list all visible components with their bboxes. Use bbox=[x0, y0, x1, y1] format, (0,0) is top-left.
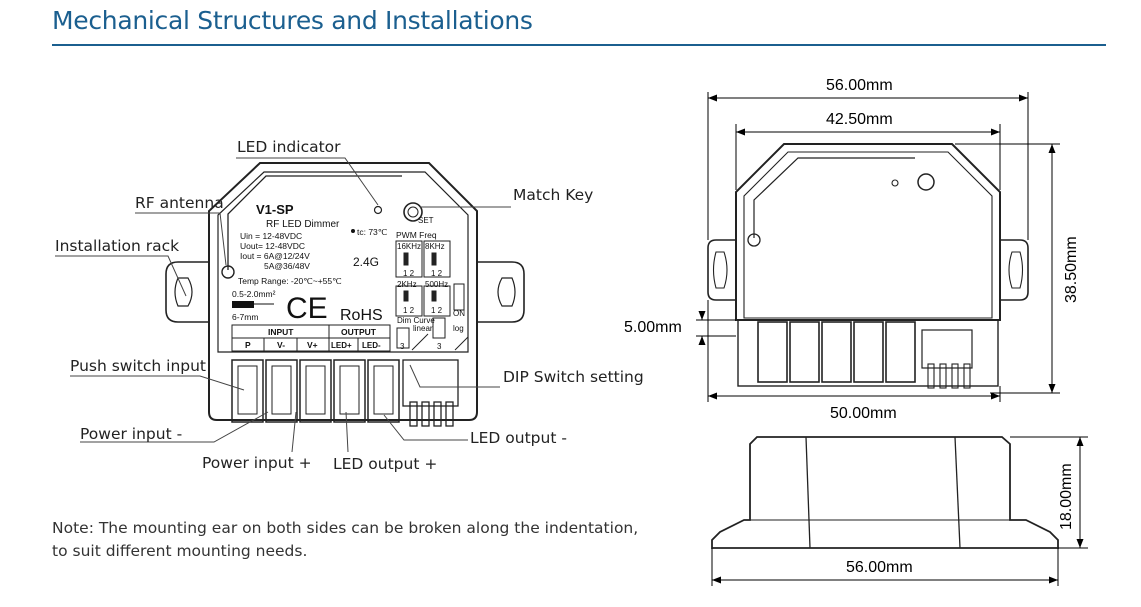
dim-3-b: 3 bbox=[437, 342, 442, 351]
dim-log-label: log bbox=[453, 324, 464, 333]
dip-label-b: 1 2 bbox=[431, 269, 443, 278]
page-title: Mechanical Structures and Installations bbox=[52, 6, 533, 35]
top-view-body bbox=[735, 143, 1001, 321]
dip-label-a: 1 2 bbox=[403, 269, 415, 278]
callout-installation-rack: Installation rack bbox=[55, 237, 179, 255]
pwm-freq-label: PWM Freq bbox=[396, 230, 437, 240]
callout-led-plus: LED output + bbox=[333, 455, 437, 473]
callout-labels: LED indicator RF antenna Installation ra… bbox=[55, 138, 644, 473]
device-top-view bbox=[707, 143, 1029, 389]
freq-500: 500Hz bbox=[425, 280, 448, 289]
ce-mark: CE bbox=[286, 292, 328, 325]
device-front-view bbox=[165, 162, 525, 427]
rf-antenna-line bbox=[227, 175, 402, 270]
led-output-pins bbox=[402, 359, 459, 427]
device-set-label: SET bbox=[418, 216, 434, 225]
callout-led-minus: LED output - bbox=[470, 429, 567, 447]
title-rule bbox=[52, 44, 1106, 46]
top-view-dimensions bbox=[696, 92, 1060, 402]
dim-curve-label: Dim Curve bbox=[397, 316, 435, 325]
device-temp-range: Temp Range: -20℃~+55℃ bbox=[238, 276, 342, 286]
dip-label-d: 1 2 bbox=[431, 306, 443, 315]
callout-match-key: Match Key bbox=[513, 186, 593, 204]
callout-push-switch: Push switch input bbox=[70, 357, 206, 375]
device-labels: V1-SP RF LED Dimmer Uin = 12-48VDC Uout=… bbox=[232, 202, 465, 351]
top-view-right-ear bbox=[1000, 239, 1029, 301]
input-header: INPUT bbox=[268, 327, 294, 337]
terminal-ledminus: LED- bbox=[362, 341, 381, 350]
callout-led-indicator: LED indicator bbox=[237, 138, 341, 156]
dim-top-outer-width: 56.00mm bbox=[826, 77, 893, 94]
device-iout1: Iout = 6A@12/24V bbox=[240, 251, 310, 261]
device-strip: 6-7mm bbox=[232, 312, 258, 322]
device-model: V1-SP bbox=[256, 202, 294, 217]
device-body bbox=[208, 162, 478, 421]
device-uin: Uin = 12-48VDC bbox=[240, 231, 302, 241]
note-line-1: Note: The mounting ear on both sides can… bbox=[52, 519, 639, 537]
dim-side-height: 18.00mm bbox=[1058, 463, 1075, 530]
dip-switch-area bbox=[395, 240, 469, 351]
device-side-view bbox=[711, 436, 1059, 549]
terminal-vplus: V+ bbox=[307, 340, 318, 350]
device-tc: tc: 73℃ bbox=[357, 227, 388, 237]
right-mounting-ear bbox=[477, 261, 525, 323]
freq-8k: 8KHz bbox=[425, 242, 445, 251]
terminal-p: P bbox=[245, 340, 251, 350]
terminal-ledplus: LED+ bbox=[331, 341, 352, 350]
device-wire: 0.5-2.0mm² bbox=[232, 289, 276, 299]
tc-dot-icon bbox=[351, 229, 355, 233]
callout-dip-switch: DIP Switch setting bbox=[503, 368, 644, 386]
dip-label-c: 1 2 bbox=[403, 306, 415, 315]
callout-leaders bbox=[55, 157, 511, 453]
dim-bottom-width: 50.00mm bbox=[830, 405, 897, 422]
device-subtitle: RF LED Dimmer bbox=[266, 219, 340, 230]
dim-top-inner-width: 42.50mm bbox=[826, 111, 893, 128]
terminal-vminus: V- bbox=[277, 340, 285, 350]
dip-on-label: ON bbox=[453, 309, 465, 318]
freq-2k: 2KHz bbox=[397, 280, 417, 289]
match-key-button bbox=[403, 202, 423, 222]
left-mounting-ear bbox=[165, 261, 210, 323]
device-iout2: 5A@36/48V bbox=[264, 261, 310, 271]
output-header: OUTPUT bbox=[341, 327, 377, 337]
led-indicator-dot bbox=[373, 205, 383, 215]
callout-rf-antenna: RF antenna bbox=[135, 194, 224, 212]
side-view-dimensions bbox=[711, 436, 1088, 586]
freq-16k: 16KHz bbox=[397, 242, 421, 251]
dim-terminal-depth: 5.00mm bbox=[624, 319, 682, 336]
top-view-left-ear bbox=[707, 239, 736, 301]
dim-3-a: 3 bbox=[400, 342, 405, 351]
rohs-mark: RoHS bbox=[340, 307, 383, 324]
mounting-note: Note: The mounting ear on both sides can… bbox=[52, 517, 638, 563]
device-rf: 2.4G bbox=[353, 255, 379, 269]
note-line-2: to suit different mounting needs. bbox=[52, 542, 308, 560]
dim-side-width: 56.00mm bbox=[846, 559, 913, 576]
terminal-blocks bbox=[231, 359, 400, 423]
callout-power-minus: Power input - bbox=[80, 425, 182, 443]
device-uout: Uout= 12-48VDC bbox=[240, 241, 305, 251]
dim-height: 38.50mm bbox=[1063, 236, 1080, 303]
callout-power-plus: Power input + bbox=[202, 454, 312, 472]
wire-strip-icon bbox=[232, 301, 254, 308]
dim-linear-label: linear bbox=[413, 324, 433, 333]
